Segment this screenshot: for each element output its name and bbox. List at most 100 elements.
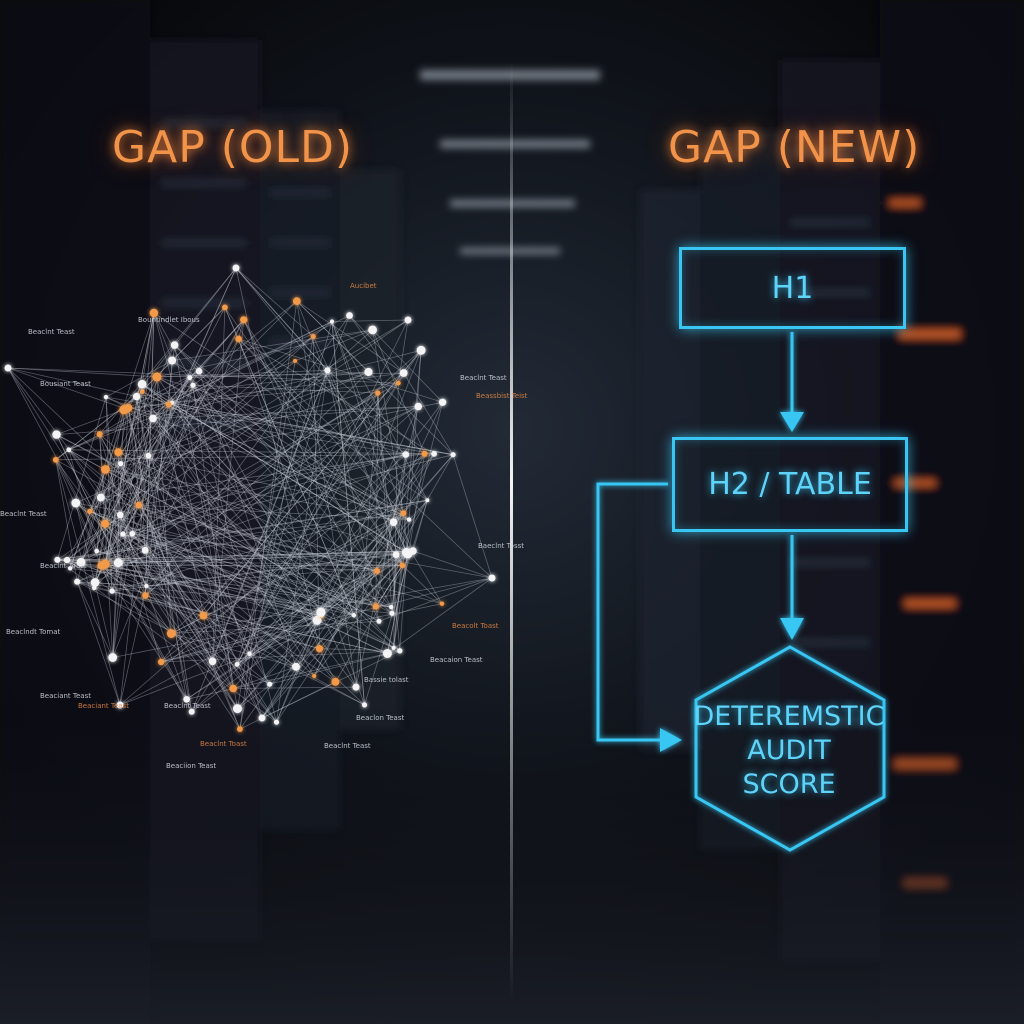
network-edge bbox=[235, 267, 428, 501]
network-edge bbox=[99, 433, 318, 621]
network-edge bbox=[138, 454, 406, 506]
network-edge bbox=[249, 653, 271, 685]
network-node bbox=[183, 696, 190, 703]
network-edge bbox=[136, 396, 322, 617]
network-node bbox=[312, 615, 322, 625]
network-edge bbox=[237, 360, 296, 709]
network-edge bbox=[331, 319, 409, 322]
network-edge bbox=[171, 360, 404, 514]
network-node bbox=[233, 704, 242, 714]
network-edge bbox=[148, 455, 271, 685]
network-edge bbox=[261, 499, 428, 719]
network-edge bbox=[192, 384, 392, 608]
network-node bbox=[71, 498, 81, 508]
arrowheads bbox=[660, 412, 804, 752]
network-node-orange bbox=[312, 673, 317, 679]
network-edge bbox=[372, 329, 443, 403]
arrowhead-right bbox=[660, 728, 682, 752]
network-edge bbox=[378, 577, 493, 622]
network-node bbox=[208, 657, 217, 666]
network-node-orange bbox=[421, 450, 428, 457]
network-edge bbox=[171, 402, 454, 456]
network-node bbox=[149, 414, 157, 423]
network-edge bbox=[96, 550, 322, 617]
network-edge bbox=[66, 550, 414, 561]
network-edge bbox=[55, 453, 435, 461]
title-gap-new: GAP (NEW) bbox=[668, 122, 921, 173]
network-node bbox=[52, 430, 61, 439]
network-edge bbox=[105, 563, 322, 617]
network-edge bbox=[77, 581, 318, 621]
network-edge bbox=[171, 315, 350, 404]
network-edge bbox=[68, 449, 140, 506]
network-edge bbox=[57, 512, 404, 561]
network-edge bbox=[101, 565, 187, 700]
network-edge bbox=[136, 396, 454, 456]
network-edge bbox=[89, 510, 443, 605]
network-edge bbox=[327, 369, 425, 455]
network-node bbox=[488, 574, 496, 582]
network-edge bbox=[68, 449, 380, 622]
network-edge bbox=[174, 344, 443, 604]
network-edge bbox=[375, 565, 403, 607]
network-node-label: Beaclnt Teast bbox=[460, 374, 507, 382]
network-edge bbox=[94, 587, 388, 654]
network-edge bbox=[353, 453, 435, 616]
network-edge bbox=[80, 418, 154, 563]
network-edge bbox=[105, 563, 365, 706]
network-edge bbox=[68, 404, 169, 451]
network-node-orange bbox=[149, 308, 159, 318]
network-node bbox=[247, 651, 252, 656]
network-edge bbox=[96, 550, 392, 608]
network-edge bbox=[117, 452, 241, 730]
network-node-label: Bousiant Teast bbox=[40, 380, 91, 388]
network-edge bbox=[152, 418, 250, 654]
network-node-orange bbox=[439, 601, 445, 606]
network-edge bbox=[136, 396, 187, 700]
network-edge bbox=[69, 382, 399, 569]
network-node bbox=[103, 394, 109, 400]
network-edge bbox=[375, 565, 403, 607]
network-edge bbox=[75, 371, 369, 504]
network-edge bbox=[331, 321, 428, 501]
network-edge bbox=[261, 615, 322, 719]
network-edge bbox=[66, 559, 322, 617]
network-node bbox=[389, 604, 394, 610]
network-edge bbox=[77, 581, 147, 587]
network-node bbox=[368, 325, 377, 335]
network-node-label: Beaclnt Teast bbox=[28, 328, 75, 336]
network-node bbox=[316, 607, 326, 618]
network-edge bbox=[57, 559, 378, 572]
network-edge bbox=[261, 681, 336, 719]
network-edge bbox=[141, 383, 169, 405]
network-node bbox=[234, 661, 240, 667]
network-edge bbox=[321, 570, 378, 617]
network-edge bbox=[105, 401, 443, 470]
network-edge bbox=[104, 370, 200, 525]
network-node bbox=[137, 379, 147, 389]
network-node-orange bbox=[240, 316, 248, 324]
network-edge bbox=[160, 392, 379, 663]
network-edge bbox=[237, 666, 297, 709]
network-edge bbox=[249, 570, 378, 655]
network-edge bbox=[138, 504, 378, 572]
network-edge bbox=[174, 345, 238, 709]
network-node bbox=[94, 548, 99, 554]
network-edge bbox=[144, 402, 173, 551]
network-edge bbox=[105, 469, 213, 662]
network-edge bbox=[192, 385, 234, 689]
network-edge bbox=[123, 409, 263, 719]
network-edge bbox=[393, 350, 422, 648]
network-node bbox=[4, 364, 12, 372]
network-edge bbox=[66, 550, 414, 561]
network-edge bbox=[75, 502, 493, 579]
network-edge bbox=[249, 453, 425, 654]
network-edge bbox=[141, 391, 315, 677]
network-edge bbox=[171, 406, 419, 634]
network-edge bbox=[89, 510, 355, 616]
network-edge bbox=[132, 454, 454, 535]
network-node-orange bbox=[165, 401, 172, 408]
network-edge bbox=[313, 402, 443, 677]
network-edge bbox=[320, 612, 394, 649]
network-edge bbox=[156, 376, 394, 523]
